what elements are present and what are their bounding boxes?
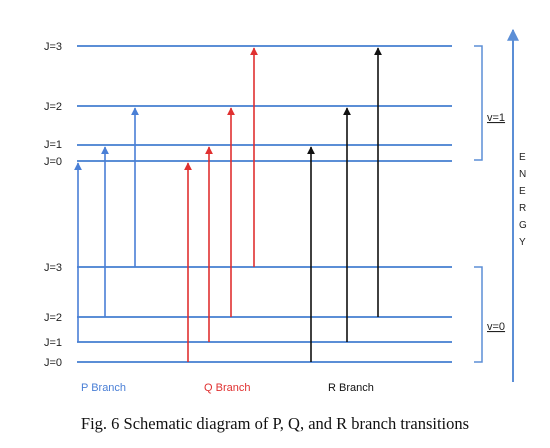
v0-label: v=0: [487, 321, 505, 333]
r-branch-transitions: [307, 47, 382, 362]
p-branch-label: P Branch: [81, 382, 126, 394]
upper-level-j2-label: J=2: [44, 101, 62, 113]
v1-label: v=1: [487, 112, 505, 124]
energy-letter: Y: [519, 237, 526, 248]
lower-level-j1-label: J=1: [44, 337, 62, 349]
upper-level-j1-label: J=1: [44, 139, 62, 151]
v0-bracket: [474, 266, 483, 363]
upper-level-j0-label: J=0: [44, 156, 62, 168]
energy-axis-label: E N E R G Y: [519, 152, 527, 248]
energy-letter: E: [519, 152, 526, 163]
lower-level-j2-label: J=2: [44, 312, 62, 324]
v1-bracket: [474, 45, 483, 161]
figure-caption: Fig. 6 Schematic diagram of P, Q, and R …: [80, 414, 470, 433]
p-branch-transitions: [74, 107, 139, 342]
lower-level-j3-label: J=3: [44, 262, 62, 274]
q-branch-label: Q Branch: [204, 382, 250, 394]
lower-level-j0-label: J=0: [44, 357, 62, 369]
energy-letter: G: [519, 220, 527, 231]
energy-letter: R: [519, 203, 526, 214]
energy-letter: N: [519, 169, 526, 180]
r-branch-label: R Branch: [328, 382, 374, 394]
lower-levels: J=3 J=2 J=1 J=0: [44, 262, 452, 369]
energy-letter: E: [519, 186, 526, 197]
upper-levels: J=3 J=2 J=1 J=0: [44, 41, 452, 168]
upper-level-j3-label: J=3: [44, 41, 62, 53]
q-branch-transitions: [184, 47, 258, 362]
